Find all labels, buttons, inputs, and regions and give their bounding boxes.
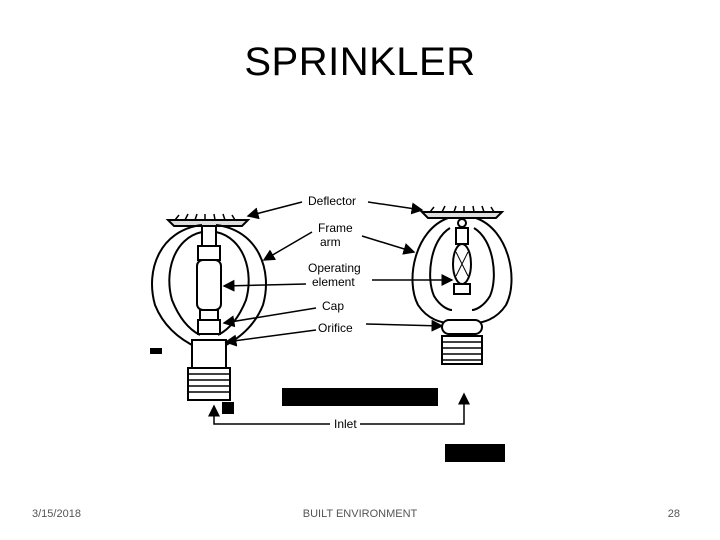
label-cap: Cap: [322, 299, 344, 313]
label-inlet: Inlet: [334, 417, 357, 431]
label-frame-arm-2: arm: [320, 235, 341, 249]
label-operating-1: Operating: [308, 261, 361, 275]
redaction-block: [282, 388, 438, 406]
left-sprinkler: [150, 213, 267, 414]
footer-date: 3/15/2018: [32, 508, 81, 520]
slide-title: SPRINKLER: [244, 40, 476, 84]
footer-center: BUILT ENVIRONMENT: [302, 508, 418, 520]
leader-lines: [208, 201, 470, 425]
footer-page-number: 28: [667, 508, 680, 520]
label-operating-2: element: [312, 275, 355, 289]
right-sprinkler: [411, 205, 513, 365]
redaction-block: [445, 444, 505, 462]
label-frame-arm-1: Frame: [318, 221, 353, 235]
diagram-labels: Deflector Frame arm Operating element Ca…: [308, 194, 361, 431]
sprinkler-diagram: Deflector Frame arm Operating element Ca…: [150, 194, 513, 462]
label-orifice: Orifice: [318, 321, 353, 335]
label-deflector: Deflector: [308, 194, 356, 208]
